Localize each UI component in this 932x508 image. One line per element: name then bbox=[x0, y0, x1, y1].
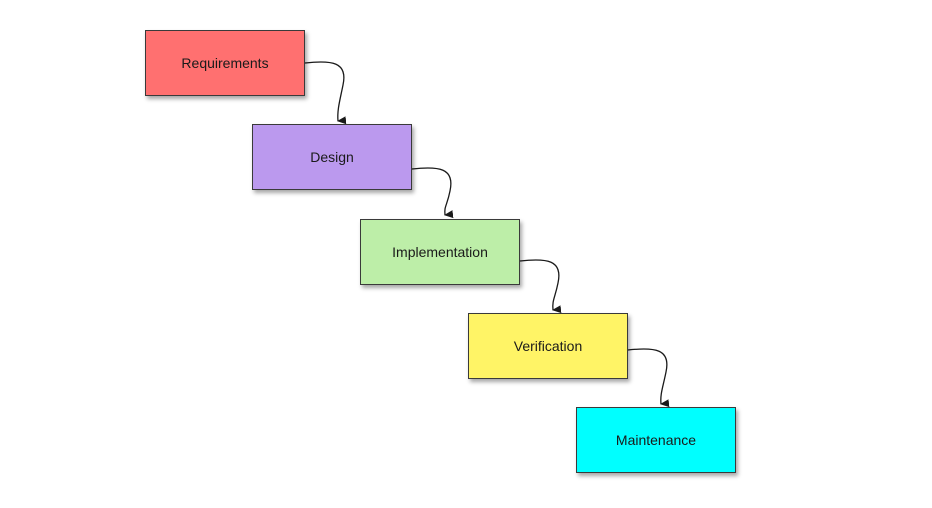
stage-verification: Verification bbox=[468, 313, 628, 379]
stage-implementation: Implementation bbox=[360, 219, 520, 285]
stage-label-implementation: Implementation bbox=[392, 244, 488, 260]
stage-label-verification: Verification bbox=[513, 338, 583, 354]
stage-design: Design bbox=[252, 124, 412, 190]
stage-label-requirements: Requirements bbox=[181, 55, 269, 71]
stage-label-design: Design bbox=[310, 149, 354, 165]
connector-verification-maintenance bbox=[627, 348, 670, 408]
stage-requirements: Requirements bbox=[145, 30, 305, 96]
connector-implementation-verification bbox=[519, 259, 562, 314]
stage-maintenance: Maintenance bbox=[576, 407, 736, 473]
stage-label-maintenance: Maintenance bbox=[615, 432, 697, 448]
connector-design-implementation bbox=[411, 167, 454, 219]
connector-requirements-design bbox=[304, 61, 347, 125]
